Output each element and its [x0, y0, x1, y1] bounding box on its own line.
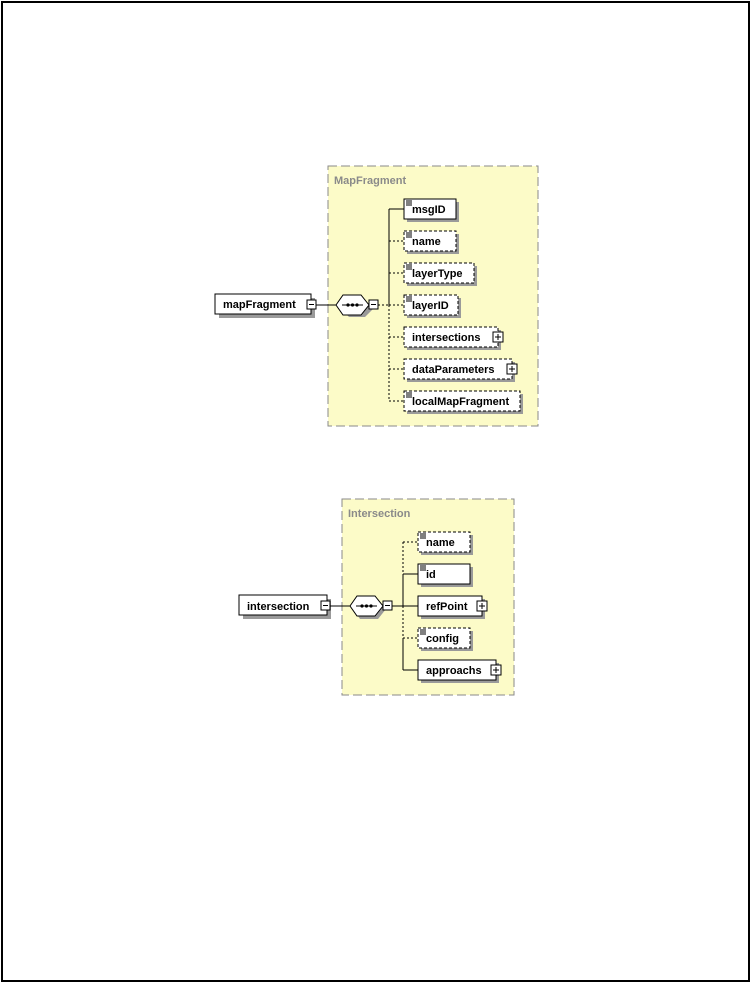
element-layer-type[interactable]: layerType — [389, 262, 477, 286]
text-content-icon — [420, 533, 426, 539]
intersection-sequence-icon[interactable] — [349, 595, 386, 619]
element-local-map-fragment[interactable]: localMapFragment — [389, 390, 523, 414]
intersection-sequence-collapse-icon[interactable] — [382, 600, 393, 611]
element-label: layerID — [412, 300, 449, 312]
element-label: name — [426, 537, 455, 549]
mapfragment-root-element[interactable]: mapFragment — [214, 293, 315, 318]
expand-icon[interactable] — [506, 363, 518, 375]
mapfragment-diagram: MapFragment mapFragment msg — [214, 165, 539, 427]
mapfragment-sequence-icon[interactable] — [335, 294, 373, 317]
expand-icon[interactable] — [492, 331, 504, 343]
element-label: dataParameters — [412, 364, 495, 376]
element-data-parameters[interactable]: dataParameters — [389, 358, 518, 382]
element-approachs[interactable]: approachs — [403, 659, 502, 683]
mapfragment-root-collapse-icon[interactable] — [306, 299, 317, 310]
intersection-group-title: Intersection — [348, 508, 411, 520]
element-label: layerType — [412, 268, 463, 280]
text-content-icon — [420, 629, 426, 635]
expand-icon[interactable] — [476, 600, 488, 612]
text-content-icon — [406, 392, 412, 398]
element-layer-i-d[interactable]: layerID — [389, 294, 461, 318]
element-label: localMapFragment — [412, 396, 510, 408]
mapfragment-group-title: MapFragment — [334, 175, 406, 187]
element-config[interactable]: config — [403, 627, 473, 651]
element-label: approachs — [426, 665, 482, 677]
element-name[interactable]: name — [403, 531, 473, 555]
text-content-icon — [406, 200, 412, 206]
mapfragment-root-label: mapFragment — [223, 299, 296, 311]
element-id[interactable]: id — [403, 563, 473, 587]
intersection-root-element[interactable]: intersection — [238, 594, 331, 619]
element-label: msgID — [412, 204, 446, 216]
intersection-diagram: Intersection intersection name id — [238, 498, 515, 696]
text-content-icon — [420, 565, 426, 571]
element-name[interactable]: name — [389, 230, 459, 254]
text-content-icon — [406, 232, 412, 238]
element-label: id — [426, 569, 436, 581]
text-content-icon — [406, 296, 412, 302]
intersection-root-collapse-icon[interactable] — [320, 600, 331, 611]
element-label: refPoint — [426, 601, 468, 613]
element-intersections[interactable]: intersections — [389, 326, 504, 350]
mapfragment-sequence-collapse-icon[interactable] — [368, 299, 379, 310]
element-label: intersections — [412, 332, 480, 344]
text-content-icon — [406, 264, 412, 270]
expand-icon[interactable] — [490, 664, 502, 676]
element-label: name — [412, 236, 441, 248]
intersection-root-label: intersection — [247, 601, 310, 613]
element-label: config — [426, 633, 459, 645]
element-msg-i-d[interactable]: msgID — [389, 198, 459, 222]
element-ref-point[interactable]: refPoint — [403, 595, 488, 619]
